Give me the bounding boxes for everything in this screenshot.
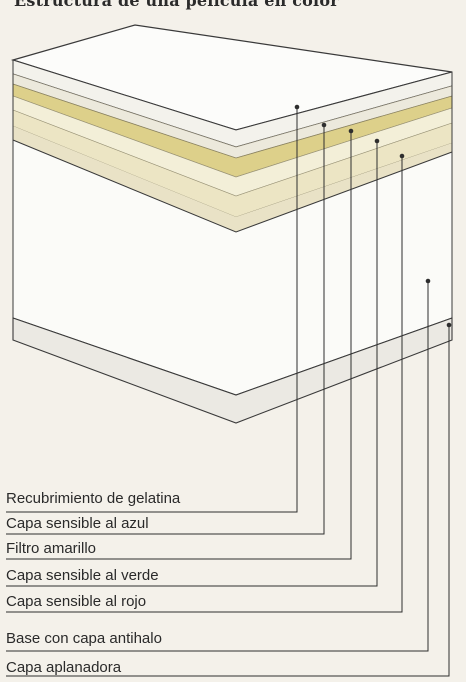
label-gelatin: Recubrimiento de gelatina — [6, 490, 181, 507]
marker-blue — [321, 122, 327, 128]
label-red-sensitive: Capa sensible al rojo — [6, 593, 146, 610]
leader-gelatin — [6, 107, 298, 513]
marker-backing — [446, 322, 452, 328]
diagram-title: Estructura de una película en color — [14, 0, 339, 10]
leader-backing — [6, 325, 450, 677]
marker-gelatin — [294, 104, 300, 110]
leader-green — [6, 141, 378, 587]
leader-blue — [6, 125, 325, 535]
leader-markers — [294, 104, 452, 328]
leader-lines — [6, 107, 450, 677]
leader-yellow — [6, 131, 352, 560]
leader-red — [6, 156, 403, 613]
marker-red — [399, 153, 405, 159]
marker-yellow — [348, 128, 354, 134]
label-green-sensitive: Capa sensible al verde — [6, 567, 159, 584]
label-backing: Capa aplanadora — [6, 659, 122, 676]
emulsion-shadow — [13, 126, 452, 232]
marker-base — [425, 278, 431, 284]
label-yellow-filter: Filtro amarillo — [6, 540, 96, 557]
marker-green — [374, 138, 380, 144]
leader-base — [6, 281, 429, 652]
label-blue-sensitive: Capa sensible al azul — [6, 515, 149, 532]
label-base-antihalo: Base con capa antihalo — [6, 630, 162, 647]
